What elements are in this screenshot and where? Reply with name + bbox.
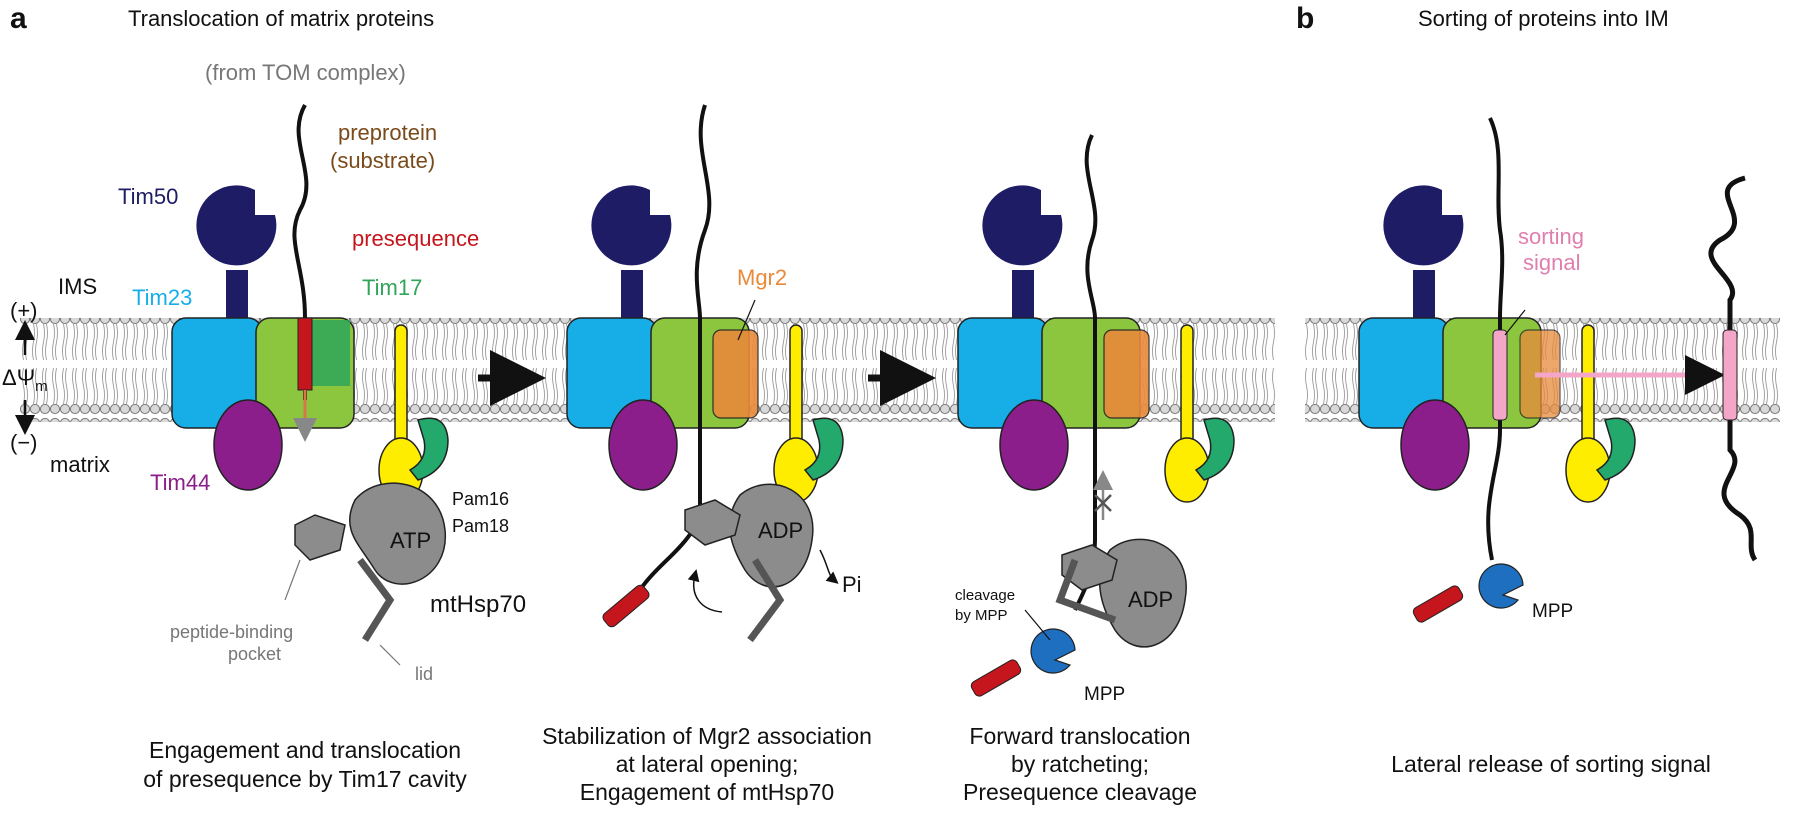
tim50-head (196, 185, 277, 266)
tim50-stalk (226, 270, 248, 326)
preprotein-chain-2 (638, 104, 712, 592)
pam18-label: Pam18 (452, 516, 509, 536)
preprotein-chain-1 (292, 104, 309, 400)
matrix-label: matrix (50, 452, 110, 477)
hsp70-sbd-3 (1061, 544, 1118, 591)
hsp70-lid-3 (1055, 558, 1117, 624)
tim23-label: Tim23 (132, 285, 192, 310)
pi-arrow (819, 549, 839, 584)
pam16-2 (803, 417, 844, 481)
preprotein-label: preprotein (338, 120, 437, 145)
tim44-b (1400, 399, 1470, 491)
tim44 (213, 399, 283, 491)
tim50-stalk-b (1413, 270, 1435, 326)
tim50-head-2 (591, 185, 672, 266)
pam16 (408, 417, 449, 481)
mgr2-label: Mgr2 (737, 265, 787, 290)
ratchet-block-x (1094, 494, 1112, 512)
cleavage-pointer (1024, 609, 1051, 641)
tim17-label: Tim17 (362, 275, 422, 300)
tim50-stalk-2 (621, 270, 643, 326)
caption-1-line-1: Engagement and translocation (149, 737, 461, 763)
tim50-stalk-3 (1012, 270, 1034, 326)
from-tom-label: (from TOM complex) (205, 60, 406, 85)
caption-3-line-2: by ratcheting; (1011, 751, 1149, 777)
stage-3 (957, 134, 1235, 697)
adp-label-2: ADP (758, 518, 803, 543)
panel-b-title: Sorting of proteins into IM (1418, 6, 1669, 31)
rotate-arrow (687, 569, 723, 613)
sorting-rod-b (1492, 329, 1508, 421)
cleavage-label-1: cleavage (955, 587, 1015, 604)
mpp-label-3: MPP (1084, 684, 1125, 705)
caption-3-line-1: Forward translocation (969, 723, 1190, 749)
delta-psi-label: ΔΨm (2, 365, 48, 395)
presequence-rod-1 (297, 317, 313, 391)
lid-pointer (379, 644, 401, 666)
sorting-label-1: sorting (1518, 224, 1584, 249)
sorting-label-2: signal (1523, 250, 1580, 275)
panel-a-title: Translocation of matrix proteins (128, 6, 434, 31)
tim44-3 (999, 399, 1069, 491)
pam16-3 (1194, 417, 1235, 481)
atp-label: ATP (390, 528, 431, 553)
cleavage-label-2: by MPP (955, 607, 1008, 624)
hsp70-nbd-2 (728, 483, 814, 588)
minus-label: (−) (10, 430, 38, 455)
hsp70-lid (357, 557, 395, 642)
pi-label: Pi (842, 572, 862, 597)
released-sorting-rod (1722, 329, 1738, 421)
pocket-label-2: pocket (228, 644, 281, 664)
sorting-pointer (1504, 309, 1526, 336)
ims-label: IMS (58, 274, 97, 299)
mgr2-pointer (737, 299, 756, 341)
tim44-2 (608, 399, 678, 491)
stage-1 (171, 104, 449, 666)
panel-a-letter: a (10, 2, 27, 35)
mpp-3 (1030, 628, 1076, 674)
presequence-rod-b (1412, 585, 1464, 623)
mpp-b (1478, 563, 1524, 609)
mpp-label-b: MPP (1532, 601, 1573, 622)
tim17-cavity (305, 320, 350, 386)
caption-b: Lateral release of sorting signal (1391, 751, 1711, 777)
mthsp70-label: mtHsp70 (430, 591, 526, 618)
pam16-b (1595, 417, 1636, 481)
mgr2-3 (1103, 329, 1150, 419)
hsp70-lid-2 (747, 558, 785, 643)
presequence-label: presequence (352, 226, 479, 251)
hsp70-sbd (294, 514, 346, 561)
caption-2-line-3: Engagement of mtHsp70 (580, 779, 834, 805)
hsp70-nbd-3 (1098, 538, 1187, 648)
tim50-label: Tim50 (118, 184, 178, 209)
presequence-rod-2 (602, 584, 650, 628)
pam16-label: Pam16 (452, 489, 509, 509)
mgr2-2 (712, 329, 759, 419)
preprotein-chain-b (1486, 117, 1505, 561)
substrate-label: (substrate) (330, 148, 435, 173)
tim50-head-3 (982, 185, 1063, 266)
pocket-pointer (284, 559, 301, 601)
plus-label: (+) (10, 298, 38, 323)
tim44-label: Tim44 (150, 470, 210, 495)
hsp70-sbd-2 (684, 499, 741, 546)
panel-b (1358, 117, 1758, 623)
caption-2-line-2: at lateral opening; (616, 751, 799, 777)
caption-1-line-2: of presequence by Tim17 cavity (143, 766, 467, 792)
tim50-head-b (1383, 185, 1464, 266)
released-protein (1708, 175, 1758, 562)
stage-2 (566, 104, 844, 643)
hsp70-nbd (349, 482, 446, 585)
lid-label: lid (415, 664, 433, 684)
pocket-label-1: peptide-binding (170, 622, 293, 642)
adp-label-3: ADP (1128, 587, 1173, 612)
caption-2-line-1: Stabilization of Mgr2 association (542, 723, 872, 749)
panel-b-letter: b (1296, 2, 1314, 35)
caption-3-line-3: Presequence cleavage (963, 779, 1197, 805)
presequence-rod-3 (970, 659, 1022, 697)
